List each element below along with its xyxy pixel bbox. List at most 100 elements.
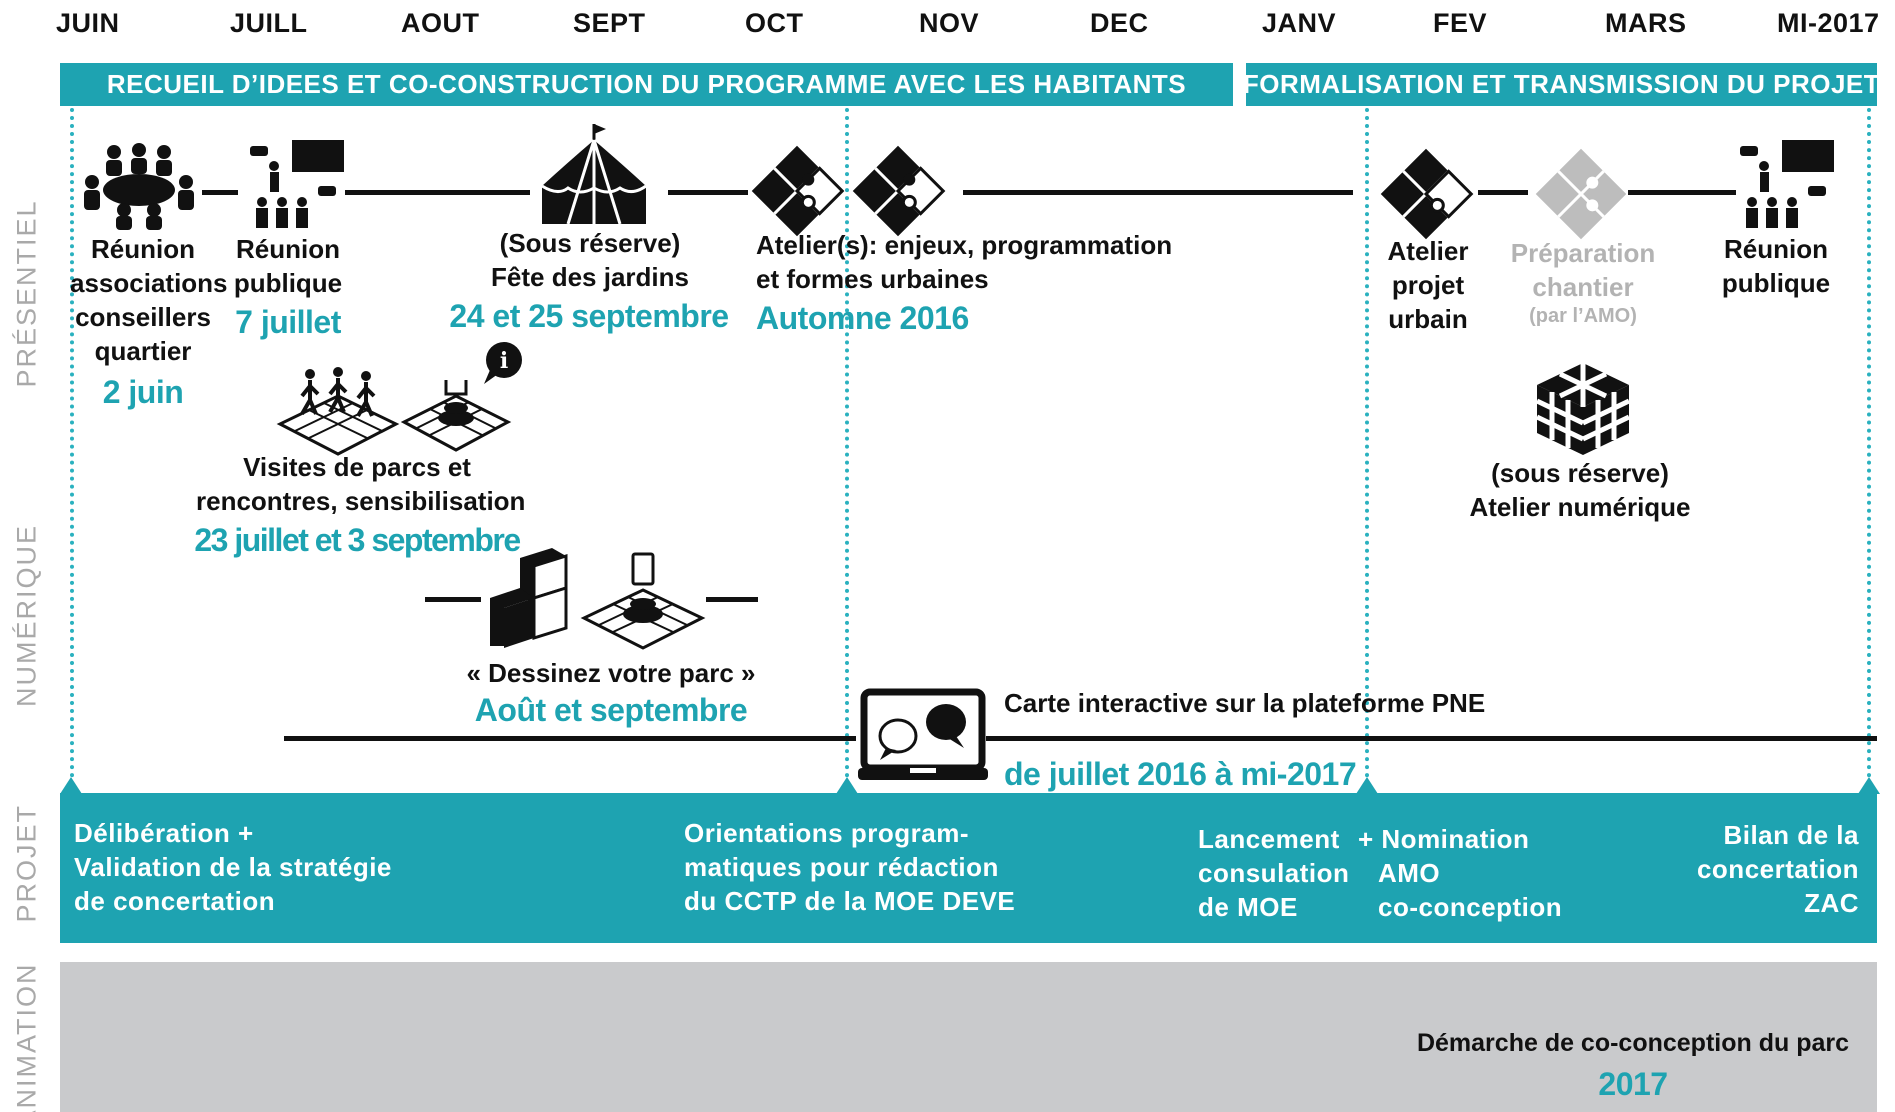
timeline-segment (1628, 190, 1736, 195)
milestone-notch (1356, 777, 1378, 794)
public-meeting-icon (250, 140, 344, 228)
month-mars: MARS (1605, 8, 1687, 38)
projet-text: de concertation (74, 886, 276, 916)
projet-text: de MOE (1198, 892, 1298, 922)
month-mi-2017: MI-2017 (1777, 8, 1880, 38)
puzzle-icon (852, 145, 946, 237)
projet-text: + Nomination (1358, 824, 1530, 854)
milestone-line-janvier (1365, 108, 1369, 778)
event-text: (sous réserve) (1491, 458, 1669, 488)
svg-text:i: i (500, 348, 508, 374)
event-text: Préparation (1510, 238, 1656, 268)
event-dessinez-votre-parc: « Dessinez votre parc » (466, 656, 756, 690)
milestone-notch (836, 777, 858, 794)
month-nov: NOV (919, 8, 980, 38)
event-text: associations (70, 268, 228, 298)
event-text: rencontres, sensibilisation (196, 486, 526, 516)
timeline-segment (963, 190, 1353, 195)
puzzle-grey-icon (1535, 148, 1627, 240)
event-text: Atelier numérique (1469, 492, 1691, 522)
timeline-segment (668, 190, 748, 195)
projet-text: AMO (1378, 858, 1441, 888)
month-fev: FEV (1433, 8, 1488, 38)
timeline-segment (284, 736, 856, 741)
projet-text: matiques pour rédaction (684, 852, 999, 882)
event-text: Réunion (236, 234, 340, 264)
month-juill: JUILL (230, 8, 308, 38)
event-atelier-numerique: (sous réserve) Atelier numérique (1460, 456, 1700, 524)
event-preparation-chantier: Préparation chantier (par l’AMO) (1500, 236, 1666, 328)
event-text: projet (1391, 270, 1465, 300)
event-text: publique (1721, 268, 1831, 298)
milestone-notch (60, 777, 82, 794)
event-visites-parcs: Visites de parcs et rencontres, sensibil… (196, 450, 526, 518)
event-date: de juillet 2016 à mi-2017 (1004, 756, 1357, 792)
projet-bilan: Bilan de la concertation ZAC (1697, 818, 1859, 920)
row-label-numerique: NUMÉRIQUE (11, 524, 42, 708)
month-sept: SEPT (573, 8, 646, 38)
timeline-segment (706, 597, 758, 602)
month-aout: AOUT (401, 8, 480, 38)
milestone-line-octobre (845, 108, 849, 778)
event-carte-interactive: Carte interactive sur la plateforme PNE (1004, 688, 1486, 718)
row-label-animation: ANIMATION (11, 962, 42, 1112)
month-juin: JUIN (56, 8, 120, 38)
event-text: Visites de parcs et (243, 452, 471, 482)
timeline-segment (202, 190, 238, 195)
month-dec: DEC (1090, 8, 1149, 38)
event-reunion-publique-2: Réunion publique (1716, 232, 1836, 300)
animation-band (60, 962, 1877, 1112)
timeline-segment (345, 190, 530, 195)
phase-banner-recueil: RECUEIL D’IDEES ET CO-CONSTRUCTION DU PR… (60, 63, 1233, 106)
event-text: chantier (1532, 272, 1634, 302)
event-text: publique (233, 268, 343, 298)
projet-text: Validation de la stratégie (74, 852, 392, 882)
public-meeting-icon (1740, 140, 1834, 228)
info-grid-icon: i (400, 342, 522, 452)
projet-text: ZAC (1804, 888, 1859, 918)
meeting-table-icon (84, 143, 194, 230)
event-text: conseillers (75, 302, 211, 332)
milestone-line-juin (70, 108, 74, 778)
timeline-segment (425, 597, 481, 602)
event-text: Fête des jardins (491, 262, 689, 292)
phase-banner-formalisation: FORMALISATION ET TRANSMISSION DU PROJET (1243, 63, 1880, 106)
animation-date: 2017 (1598, 1066, 1668, 1102)
event-reunion-associations: Réunion associations conseillers quartie… (70, 232, 228, 368)
projet-text: consulation (1198, 858, 1350, 888)
model-grid-icon (580, 552, 706, 650)
cube-icon (1535, 363, 1631, 455)
month-oct: OCT (745, 8, 804, 38)
projet-deliberation: Délibération + Validation de la stratégi… (74, 816, 392, 918)
timeline-segment (986, 736, 1877, 741)
puzzle-icon (1380, 148, 1474, 240)
projet-lancement: Lancement consulation de MOE (1198, 822, 1349, 924)
event-text: quartier (94, 336, 192, 366)
projet-text: Délibération + (74, 818, 254, 848)
projet-band (60, 793, 1877, 943)
event-text: (par l’AMO) (1529, 305, 1637, 327)
puzzle-icon (751, 145, 845, 237)
event-text: Réunion (91, 234, 195, 264)
event-text: urbain (1388, 304, 1468, 334)
projet-text: du CCTP de la MOE DEVE (684, 886, 1016, 916)
timeline-segment (1478, 190, 1528, 195)
month-janv: JANV (1262, 8, 1337, 38)
row-label-projet: PROJET (11, 803, 42, 923)
event-text: et formes urbaines (756, 264, 989, 294)
projet-text: co-conception (1378, 892, 1563, 922)
projet-text: concertation (1696, 854, 1859, 884)
tent-icon (541, 124, 647, 225)
blocks-icon (490, 548, 568, 648)
event-ateliers: Atelier(s): enjeux, programmation et for… (756, 228, 1172, 296)
event-text: Atelier(s): enjeux, programmation (756, 230, 1173, 260)
event-date: 23 juillet et 3 septembre (194, 522, 521, 558)
animation-co-conception: Démarche de co-conception du parc (1416, 1029, 1850, 1057)
milestone-line-mi-2017 (1867, 108, 1871, 778)
event-atelier-projet-urbain: Atelier projet urbain (1373, 234, 1483, 336)
park-visit-icon (276, 367, 400, 456)
event-text: Atelier (1387, 236, 1469, 266)
projet-text: Orientations program- (684, 818, 969, 848)
event-reunion-publique: Réunion publique (230, 232, 346, 300)
event-date: 24 et 25 septembre (449, 298, 729, 334)
